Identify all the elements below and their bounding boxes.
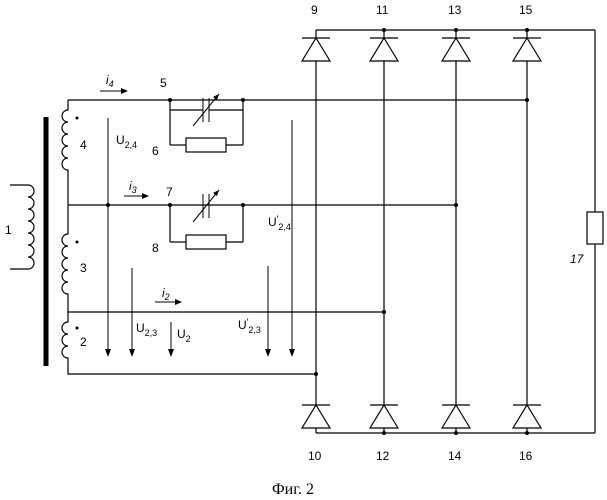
svg-text:U′2,4: U′2,4: [268, 214, 291, 232]
feed-line-4: [68, 98, 529, 102]
secondary-winding-4: [62, 100, 79, 205]
current-i4: i4: [100, 73, 128, 94]
label-resistor-8: 8: [152, 241, 159, 255]
diode-10: [302, 405, 330, 428]
label-diode-12: 12: [376, 449, 390, 463]
label-diode-9: 9: [311, 3, 318, 17]
diode-13: [442, 38, 470, 61]
diode-bridge-rails: [314, 28, 595, 435]
primary-winding: [10, 185, 34, 269]
label-capacitor-5: 5: [160, 76, 167, 90]
label-diode-11: 11: [376, 3, 389, 17]
label-winding-2: 2: [80, 335, 87, 349]
diode-15: [513, 38, 541, 61]
load-resistor-17: [587, 212, 603, 244]
current-i3: i3: [124, 179, 149, 199]
svg-text:i4: i4: [106, 73, 114, 89]
label-diode-13: 13: [448, 3, 462, 17]
diode-11: [370, 38, 398, 61]
label-diode-10: 10: [308, 449, 322, 463]
winding-dot: [76, 117, 79, 120]
winding-dot: [76, 241, 79, 244]
label-winding-4: 4: [80, 138, 87, 152]
label-capacitor-7: 7: [166, 185, 173, 199]
diode-14: [442, 405, 470, 428]
svg-text:U2,4: U2,4: [116, 133, 137, 150]
feed-line-3: [68, 203, 458, 207]
diode-16: [513, 405, 541, 428]
variable-capacitor-7: [170, 190, 243, 242]
label-diode-15: 15: [519, 3, 533, 17]
label-primary-winding: 1: [5, 223, 12, 237]
voltage-u24-prime: U′2,4: [268, 120, 295, 357]
diode-9: [302, 38, 330, 61]
voltage-u2: U2: [168, 322, 191, 357]
diode-12: [370, 405, 398, 428]
label-diode-14: 14: [448, 449, 462, 463]
secondary-winding-3: [62, 205, 79, 312]
winding-dot: [76, 327, 79, 330]
resistor-6: [170, 138, 243, 152]
feed-line-2: [68, 310, 386, 314]
svg-text:U′2,3: U′2,3: [238, 317, 261, 335]
resistor-8: [170, 235, 243, 249]
label-load-17: 17: [570, 252, 585, 266]
svg-text:i2: i2: [162, 286, 170, 302]
variable-capacitor-5: [170, 94, 243, 145]
svg-text:i3: i3: [129, 179, 137, 195]
label-diode-16: 16: [519, 449, 533, 463]
figure-caption: Фиг. 2: [272, 481, 314, 498]
label-winding-3: 3: [80, 261, 87, 275]
label-resistor-6: 6: [152, 144, 159, 158]
svg-text:U2: U2: [177, 327, 191, 344]
current-i2: i2: [155, 286, 182, 305]
svg-text:U2,3: U2,3: [136, 321, 157, 338]
